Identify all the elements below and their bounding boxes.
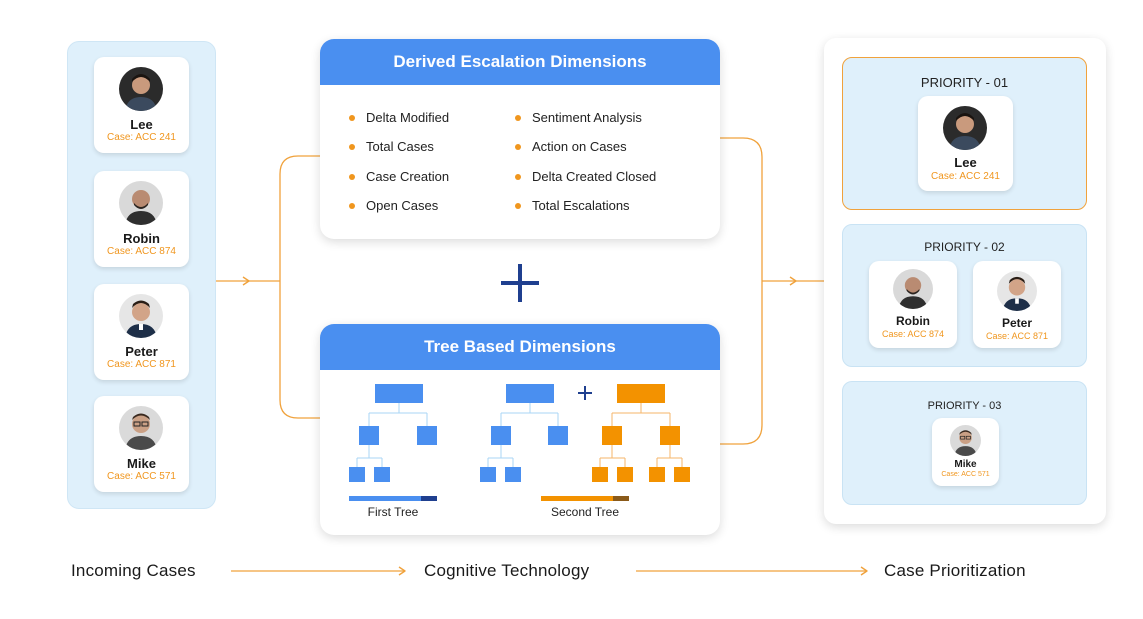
case-id: Case: ACC 241 — [931, 171, 1000, 182]
dimension-item: Case Creation — [349, 169, 449, 184]
priority-case-card-robin[interactable]: Robin Case: ACC 874 — [869, 261, 957, 348]
second-tree-label: Second Tree — [550, 505, 620, 519]
priority-01-box: PRIORITY - 01 Lee Case: ACC 241 — [842, 57, 1087, 210]
stage-incoming-cases: Incoming Cases — [71, 561, 196, 580]
case-card-lee[interactable]: Lee Case: ACC 241 — [94, 57, 189, 153]
bullet-icon — [349, 202, 355, 209]
priority-02-box: PRIORITY - 02 Robin Case: ACC 874 Peter … — [842, 224, 1087, 367]
case-id: Case: ACC 571 — [107, 471, 176, 482]
case-name: Robin — [896, 314, 930, 328]
case-name: Robin — [123, 231, 160, 246]
case-name: Lee — [954, 155, 977, 170]
case-id: Case: ACC 874 — [881, 329, 945, 339]
case-name: Mike — [954, 459, 977, 470]
avatar-mike — [119, 406, 163, 450]
plus-icon — [501, 264, 539, 302]
second-tree-orange-graphic — [541, 384, 690, 501]
dimension-item: Delta Modified — [349, 110, 449, 125]
tree-dimensions-title: Tree Based Dimensions — [320, 324, 720, 370]
avatar-lee — [119, 67, 163, 111]
bullet-icon — [515, 173, 521, 180]
case-card-robin[interactable]: Robin Case: ACC 874 — [94, 171, 189, 267]
priority-case-card-lee[interactable]: Lee Case: ACC 241 — [918, 96, 1013, 191]
avatar-robin — [893, 269, 933, 309]
dimension-item: Sentiment Analysis — [515, 110, 642, 125]
avatar-peter — [119, 294, 163, 338]
case-name: Peter — [1001, 316, 1033, 330]
case-name: Peter — [125, 344, 158, 359]
case-name: Mike — [127, 456, 156, 471]
bullet-icon — [515, 143, 521, 150]
bullet-icon — [349, 114, 355, 121]
avatar-mike — [950, 425, 981, 456]
bullet-icon — [515, 202, 521, 209]
dimension-item: Delta Created Closed — [515, 169, 656, 184]
case-card-mike[interactable]: Mike Case: ACC 571 — [94, 396, 189, 492]
priority-label: PRIORITY - 02 — [924, 240, 1005, 254]
avatar-robin — [119, 181, 163, 225]
stage-case-prioritization: Case Prioritization — [884, 561, 1026, 580]
dimension-item: Action on Cases — [515, 139, 627, 154]
small-plus-icon — [578, 386, 592, 400]
bullet-icon — [349, 143, 355, 150]
dimension-item: Total Cases — [349, 139, 434, 154]
case-id: Case: ACC 874 — [107, 246, 176, 257]
priority-case-card-mike[interactable]: Mike Case: ACC 571 — [932, 418, 999, 486]
derived-dimensions-card: Derived Escalation Dimensions Delta Modi… — [320, 39, 720, 239]
priority-case-card-peter[interactable]: Peter Case: ACC 871 — [973, 261, 1061, 348]
case-id: Case: ACC 241 — [107, 132, 176, 143]
case-name: Lee — [130, 117, 153, 132]
priority-03-box: PRIORITY - 03 Mike Case: ACC 571 — [842, 381, 1087, 505]
dimension-item: Open Cases — [349, 198, 438, 213]
first-tree-label: First Tree — [367, 505, 419, 519]
derived-dimensions-title: Derived Escalation Dimensions — [320, 39, 720, 85]
priority-label: PRIORITY - 03 — [927, 400, 1002, 412]
avatar-peter — [997, 271, 1037, 311]
bullet-icon — [515, 114, 521, 121]
dimension-item: Total Escalations — [515, 198, 630, 213]
first-tree-graphic — [349, 384, 437, 501]
second-tree-blue-graphic — [480, 384, 568, 482]
case-id: Case: ACC 871 — [985, 331, 1049, 341]
case-card-peter[interactable]: Peter Case: ACC 871 — [94, 284, 189, 380]
stage-cognitive-technology: Cognitive Technology — [424, 561, 590, 580]
avatar-lee — [943, 106, 987, 150]
case-id: Case: ACC 871 — [107, 359, 176, 370]
case-id: Case: ACC 571 — [941, 471, 990, 478]
bullet-icon — [349, 173, 355, 180]
tree-dimensions-card: Tree Based Dimensions — [320, 324, 720, 535]
tree-diagrams — [349, 384, 690, 501]
priority-label: PRIORITY - 01 — [920, 75, 1009, 90]
